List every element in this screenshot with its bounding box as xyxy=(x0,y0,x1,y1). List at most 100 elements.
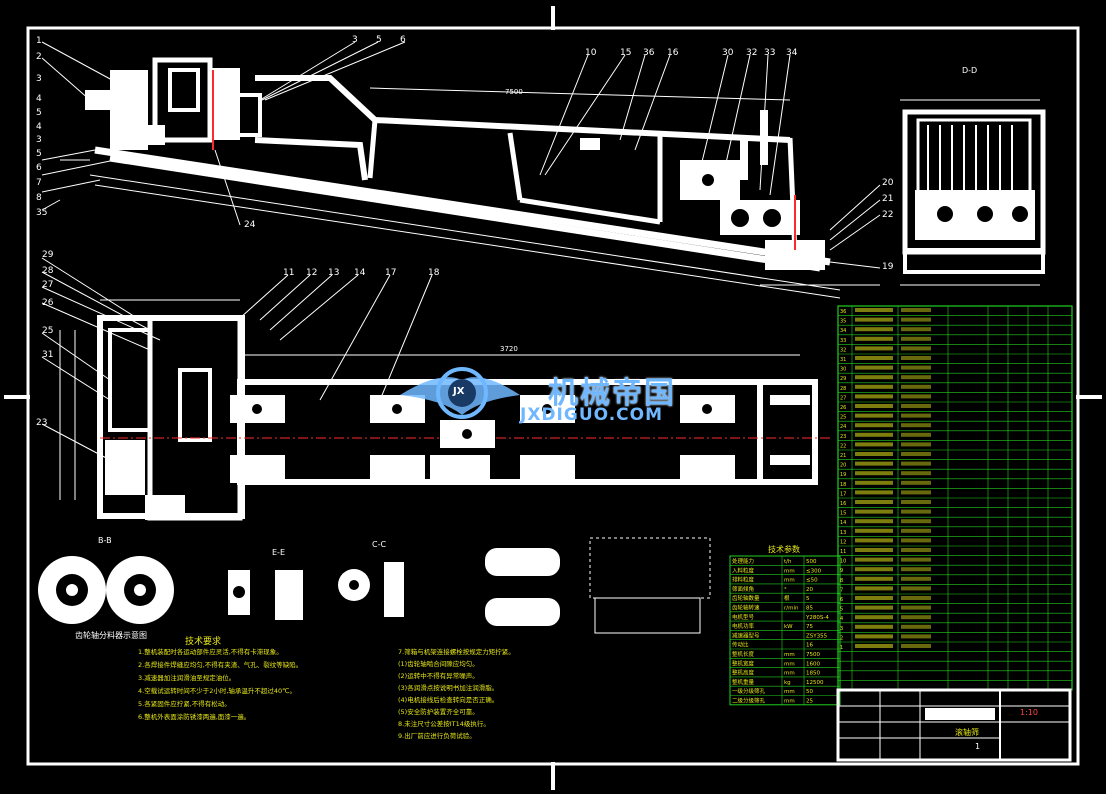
param-cell: 齿轮轴数量 xyxy=(732,594,760,602)
side-elevation-view xyxy=(41,41,881,299)
bom-index: 29 xyxy=(840,376,846,382)
bom-index: 25 xyxy=(840,415,846,421)
bom-index: 24 xyxy=(840,424,846,430)
param-cell: 整机长度 xyxy=(732,650,755,658)
bom-name-text xyxy=(901,356,931,360)
bom-code-text xyxy=(855,615,893,620)
bom-name-text xyxy=(901,480,931,485)
param-cell: 5 xyxy=(806,596,810,602)
bom-name-text xyxy=(901,548,931,552)
param-cell: 1850 xyxy=(806,671,820,677)
bom-name-text xyxy=(901,634,931,639)
bom-code-text xyxy=(855,413,893,418)
bom-code-text xyxy=(855,490,893,495)
bom-code-text xyxy=(855,471,893,476)
bom-table: 3635343332313029282726252423222120191817… xyxy=(837,305,1073,691)
bom-index: 11 xyxy=(840,549,846,555)
bom-name-text xyxy=(901,375,931,380)
bom-code-text xyxy=(855,557,893,562)
bom-name-text xyxy=(901,308,931,312)
param-cell: mm xyxy=(784,578,795,584)
bom-name-text xyxy=(901,490,931,495)
param-cell: mm xyxy=(784,652,795,658)
param-cell: ≤50 xyxy=(806,578,818,584)
param-cell: 整机宽度 xyxy=(732,659,755,667)
bom-index: 30 xyxy=(840,367,846,373)
param-cell: ° xyxy=(784,587,787,593)
bom-index: 33 xyxy=(840,338,846,344)
param-cell: 50 xyxy=(806,689,813,695)
bom-name-text xyxy=(901,624,931,629)
param-cell: 齿轮轴转速 xyxy=(732,604,760,612)
bom-code-text xyxy=(855,644,893,648)
bom-name-text xyxy=(901,394,931,399)
bom-name-text xyxy=(901,576,931,581)
bom-code-text xyxy=(855,586,893,591)
bom-code-text xyxy=(855,375,893,380)
bom-name-text xyxy=(901,557,931,562)
plan-view xyxy=(41,257,830,521)
bom-code-text xyxy=(855,423,893,428)
bom-name-text xyxy=(901,461,931,466)
param-cell: 12500 xyxy=(806,680,824,686)
bom-name-text xyxy=(901,423,931,428)
bom-index: 3 xyxy=(840,626,843,632)
param-cell: 25 xyxy=(806,699,813,705)
param-cell: 1600 xyxy=(806,661,820,667)
bom-name-text xyxy=(901,442,931,447)
param-cell: 二级分级筛孔 xyxy=(732,697,766,705)
bom-name-text xyxy=(901,336,931,341)
bom-name-text xyxy=(901,644,931,648)
bom-index: 10 xyxy=(840,559,846,565)
bom-index: 27 xyxy=(840,395,846,401)
bom-index: 18 xyxy=(840,482,846,488)
bom-index: 26 xyxy=(840,405,846,411)
param-cell: 传动比 xyxy=(732,641,749,649)
param-cell: 根 xyxy=(784,594,790,602)
param-cell: t/h xyxy=(784,559,792,565)
param-cell: 入料粒度 xyxy=(732,566,755,574)
bom-code-text xyxy=(855,308,893,312)
bom-index: 17 xyxy=(840,491,846,497)
bom-name-text xyxy=(901,500,931,504)
bom-name-text xyxy=(901,365,931,370)
param-cell: kg xyxy=(784,680,791,686)
bom-code-text xyxy=(855,365,893,370)
bom-name-text xyxy=(901,596,931,600)
bom-name-text xyxy=(901,615,931,620)
bom-code-text xyxy=(855,432,893,437)
bom-name-text xyxy=(901,471,931,476)
param-cell: mm xyxy=(784,689,795,695)
param-cell: 500 xyxy=(806,559,817,565)
bom-index: 15 xyxy=(840,511,846,517)
bom-name-text xyxy=(901,384,931,389)
bom-index: 14 xyxy=(840,520,846,526)
bom-code-text xyxy=(855,605,893,610)
param-cell: ZSY355 xyxy=(806,633,828,639)
bom-name-text xyxy=(901,586,931,591)
end-view-dd xyxy=(900,99,1046,286)
bom-name-text xyxy=(901,413,931,418)
bom-code-text xyxy=(855,394,893,399)
bom-index: 13 xyxy=(840,530,846,536)
bom-name-text xyxy=(901,452,931,456)
bom-name-text xyxy=(901,605,931,610)
bom-code-text xyxy=(855,480,893,485)
bom-code-text xyxy=(855,384,893,389)
bom-index: 9 xyxy=(840,568,843,574)
bom-name-text xyxy=(901,404,931,408)
bom-index: 19 xyxy=(840,472,846,478)
bom-code-text xyxy=(855,509,893,514)
param-cell: mm xyxy=(784,699,795,705)
bom-code-text xyxy=(855,346,893,351)
bom-code-text xyxy=(855,336,893,341)
param-cell: 电机功率 xyxy=(732,622,755,630)
param-cell: 整机重量 xyxy=(732,678,755,686)
param-cell: 20 xyxy=(806,587,813,593)
bom-name-text xyxy=(901,538,931,543)
bom-code-text xyxy=(855,461,893,466)
param-cell: 7500 xyxy=(806,652,820,658)
param-cell: r/min xyxy=(784,606,799,612)
